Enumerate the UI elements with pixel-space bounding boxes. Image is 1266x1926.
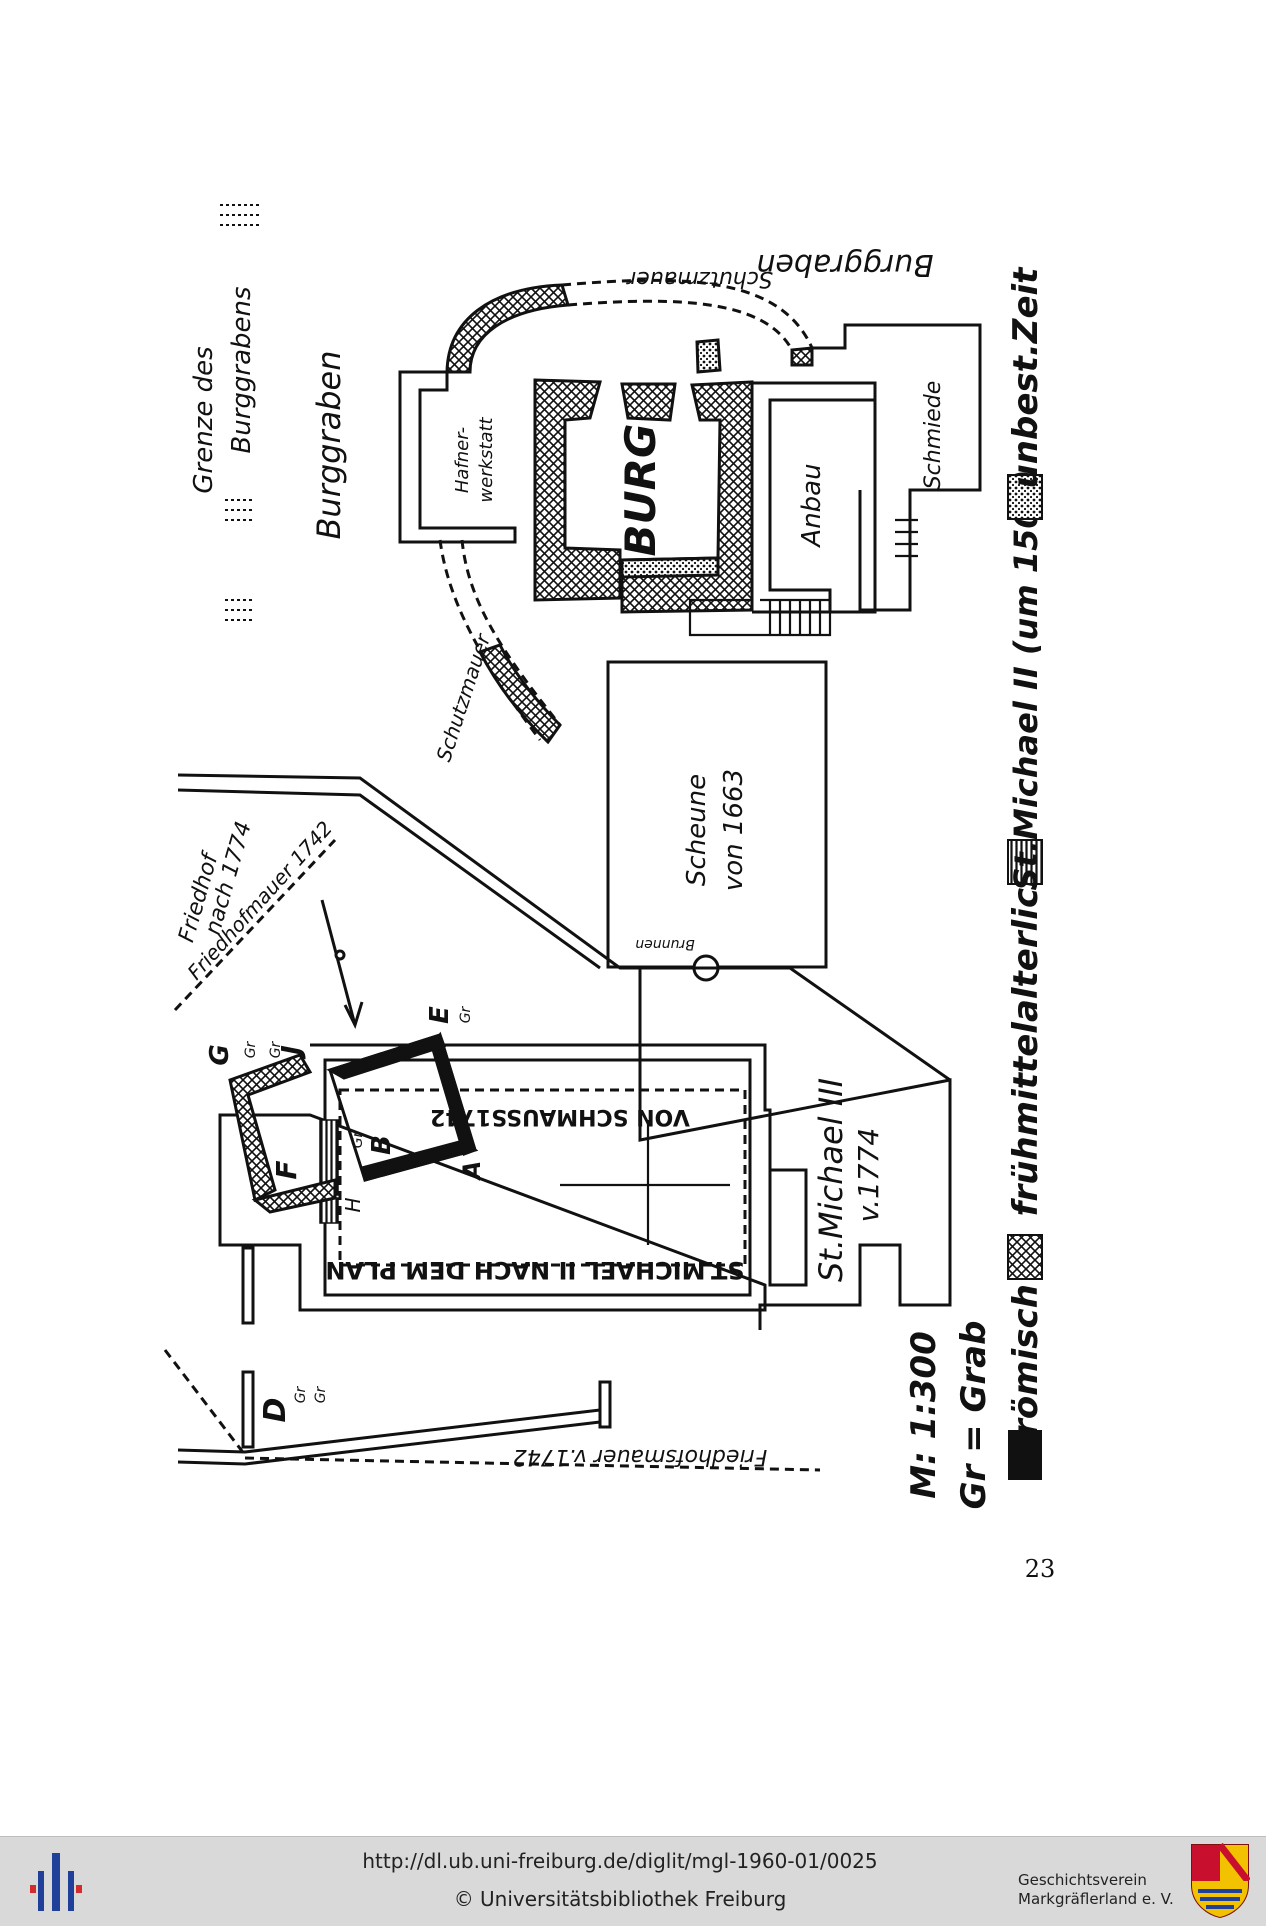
legend-swatch-roemisch <box>1008 1430 1042 1480</box>
label-scheune-line2: von 1663 <box>719 769 749 891</box>
legend-st-michael-ii: St.Michael II (um 1500) <box>1007 470 1045 891</box>
forge-outline <box>812 323 982 612</box>
label-gr-b: Gr <box>350 1130 366 1148</box>
footer-society-name: Geschichtsverein Markgräflerland e. V. <box>1018 1871 1188 1909</box>
label-schutzmauer-bottom: Schutzmauer <box>431 630 495 765</box>
label-von-schmauss: VON SCHMAUSS1742 <box>430 1104 690 1129</box>
label-anbau: Anbau <box>797 463 827 548</box>
stairs <box>688 518 918 637</box>
label-gr-d2: Gr <box>313 1385 329 1403</box>
cemetery-wall-lower-dashed <box>244 1456 821 1472</box>
label-letter-g: G <box>205 1044 235 1065</box>
society-crest-icon <box>1191 1843 1250 1919</box>
protective-wall <box>438 278 814 745</box>
library-logo-icon <box>30 1853 82 1911</box>
forge-inner <box>830 398 877 614</box>
label-schmiede: Schmiede <box>921 381 946 490</box>
footer-society-line1: Geschichtsverein <box>1018 1871 1147 1889</box>
legend-fruehmittelalterlich: frühmittelalterlich <box>1006 864 1046 1217</box>
legend-swatch-unbest-zeit <box>1007 474 1043 520</box>
legend-swatch-st-michael-ii <box>1007 839 1043 885</box>
label-letter-f: F <box>270 1160 303 1179</box>
label-gr-g1: Gr <box>243 1040 259 1058</box>
label-letter-b: B <box>367 1135 397 1155</box>
label-burg: BURG <box>616 424 665 557</box>
label-friedhofsmauer-lower: Friedhofsmauer v.1742 <box>513 1444 768 1469</box>
footer-society-line2: Markgräflerland e. V. <box>1018 1890 1174 1908</box>
footer-url-link[interactable]: http://dl.ub.uni-freiburg.de/diglit/mgl-… <box>362 1849 878 1873</box>
diagonal-dashed <box>163 1349 247 1456</box>
label-st-michael-iii-line2: v.1774 <box>852 1128 885 1222</box>
footer-bar: http://dl.ub.uni-freiburg.de/diglit/mgl-… <box>0 1836 1266 1926</box>
label-hafner-line2: werkstatt <box>476 416 497 502</box>
cemetery-boundary <box>177 773 952 1330</box>
label-gr-g2: Gr <box>268 1040 284 1058</box>
legend-unbest-zeit: unbest.Zeit <box>1006 266 1046 489</box>
legend-gr-grab: Gr = Grab <box>954 1321 994 1510</box>
label-letter-h: H <box>341 1197 365 1212</box>
label-letter-d: D <box>258 1398 293 1423</box>
barn-outline <box>606 660 828 969</box>
grave-fruehmittelalterlich-f <box>251 1178 337 1214</box>
label-schutzmauer-top: Schutzmauer <box>625 266 773 291</box>
label-brunnen: Brunnen <box>635 936 694 952</box>
cemetery-boundary-inner <box>177 788 951 1082</box>
direction-arrow <box>320 899 364 1030</box>
wall-stub-top <box>241 1246 255 1325</box>
label-letter-e: E <box>425 1006 455 1024</box>
legend-scale: M: 1:300 <box>904 1331 944 1499</box>
label-grenze-line1: Grenze des <box>189 346 219 493</box>
page-number: 23 <box>1024 1555 1056 1583</box>
label-hafner-line1: Hafner- <box>452 427 473 493</box>
wall-stub-bottom <box>241 1370 255 1449</box>
legend: M: 1:300 Gr = Grab römisch frühmittelalt… <box>904 266 1046 1510</box>
moat-boundary-marks <box>220 204 262 621</box>
label-st-michael-iii-line1: St.Michael III <box>812 1078 850 1282</box>
label-letter-a: A <box>458 1161 486 1182</box>
label-gr-d1: Gr <box>293 1385 309 1403</box>
grave-roman-b-walls <box>326 1031 479 1182</box>
pottery-workshop-outline <box>398 370 517 544</box>
site-plan-diagram: Burggraben Schutzmauer Grenze des Burggr… <box>163 204 1046 1510</box>
diagonal-dashed-upper <box>173 838 337 1012</box>
cemetery-wall-lower <box>177 1408 601 1466</box>
footer-copyright: © Universitätsbibliothek Freiburg <box>453 1887 787 1911</box>
castle-walls <box>533 338 754 614</box>
church-st-michael-iii <box>218 1043 808 1312</box>
label-grenze-line2: Burggrabens <box>227 286 257 453</box>
label-gr-e: Gr <box>458 1005 474 1023</box>
label-plan-st-michael-ii: ST.MICHAEL II NACH DEM PLAN <box>325 1256 744 1284</box>
wall-stub-right <box>598 1380 612 1429</box>
label-burggraben-left: Burggraben <box>310 350 348 539</box>
legend-roemisch: römisch <box>1006 1284 1046 1436</box>
legend-swatch-fruehmittelalterlich <box>1007 1234 1043 1280</box>
label-scheune-line1: Scheune <box>682 774 712 886</box>
label-burggraben-top: Burggraben <box>756 247 933 282</box>
